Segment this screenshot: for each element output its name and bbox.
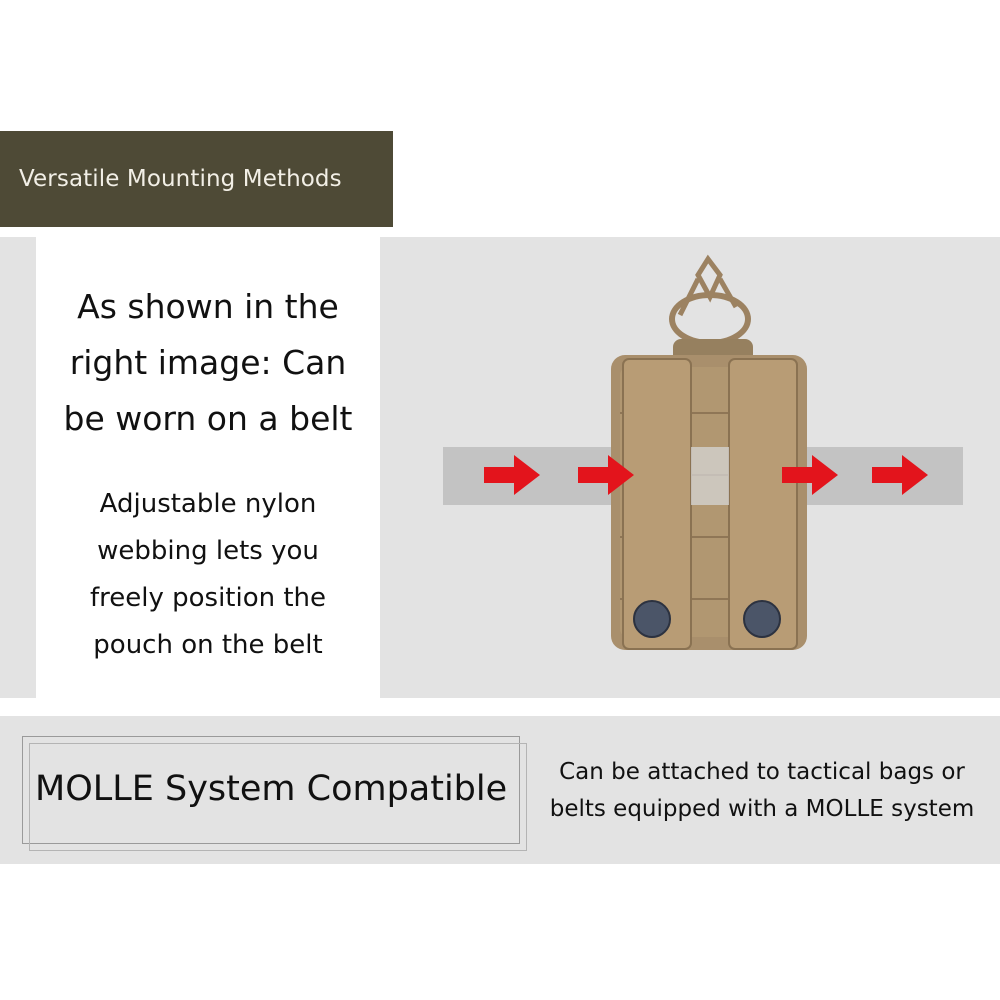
belt-heading-line: As shown in the	[77, 287, 339, 326]
molle-section: MOLLE System Compatible Can be attached …	[0, 716, 1000, 864]
belt-heading: As shown in the right image: Can be worn…	[36, 279, 380, 447]
belt-heading-line: right image: Can	[69, 343, 347, 382]
carabiner-icon	[669, 254, 751, 346]
molle-desc-line: Can be attached to tactical bags or	[559, 759, 965, 785]
pouch-image	[380, 237, 1000, 698]
snap-button	[633, 600, 671, 638]
arrow-right-icon	[578, 455, 634, 495]
molle-title: MOLLE System Compatible	[35, 769, 508, 809]
webbing-line: freely position the	[89, 583, 327, 613]
webbing-description: Adjustable nylon webbing lets you freely…	[36, 481, 380, 669]
webbing-line: webbing lets you	[97, 536, 319, 566]
belt-heading-line: be worn on a belt	[63, 399, 353, 438]
pouch-illustration	[484, 254, 928, 650]
molle-title-box: MOLLE System Compatible	[22, 736, 527, 851]
belt-text-panel: As shown in the right image: Can be worn…	[36, 237, 380, 698]
arrow-right-icon	[782, 455, 838, 495]
section-banner: Versatile Mounting Methods	[0, 131, 393, 227]
arrow-right-icon	[872, 455, 928, 495]
arrow-right-icon	[484, 455, 540, 495]
webbing-line: pouch on the belt	[93, 630, 323, 660]
snap-button	[743, 600, 781, 638]
section-title: Versatile Mounting Methods	[19, 166, 342, 192]
molle-description: Can be attached to tactical bags or belt…	[528, 754, 996, 828]
webbing-line: Adjustable nylon	[99, 489, 317, 519]
molle-desc-line: belts equipped with a MOLLE system	[549, 796, 975, 822]
